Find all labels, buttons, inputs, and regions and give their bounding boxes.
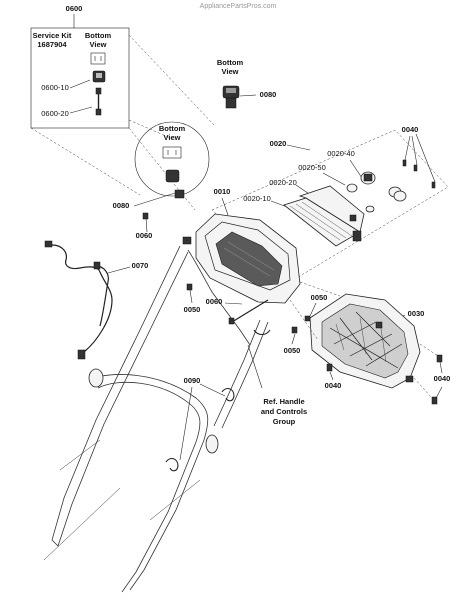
handle-frame: [43, 245, 269, 593]
screw-0050-right-top: [304, 315, 311, 322]
callout-0600-20: 0600-20: [41, 109, 69, 118]
screw-0050-right-bot: [291, 326, 298, 334]
screws-0040-top: [402, 159, 436, 189]
screw-0040-right-a: [436, 354, 443, 363]
filter-fasteners: [346, 171, 407, 213]
filter-housing: [298, 185, 365, 242]
callout-0040-bot: 0040: [325, 381, 342, 390]
service-kit-box: 0600 Service Kit 1687904 Bottom View 060…: [30, 4, 130, 129]
watermark: AppliancePartsPros.com: [200, 3, 277, 10]
service-kit-title: Service Kit: [33, 31, 72, 40]
callout-0030: 0030: [408, 309, 425, 318]
handle-clip: [253, 329, 271, 336]
ref-note-line3: Group: [273, 417, 296, 426]
circle-bottom-view-label-2: View: [164, 133, 181, 142]
switch-bottom-view-label-2: View: [222, 67, 239, 76]
ref-note-line2: and Controls: [261, 407, 307, 416]
circle-bottom-view-label: Bottom: [159, 124, 186, 133]
kit-bottom-view-label-2: View: [90, 40, 107, 49]
switch-in-circle: [165, 169, 180, 183]
ref-note-line1: Ref. Handle: [263, 397, 304, 406]
service-kit-number: 1687904: [37, 40, 67, 49]
callout-0060-mid: 0060: [206, 297, 223, 306]
callout-0060-top: 0060: [136, 231, 153, 240]
screw-0050-left: [186, 283, 193, 291]
switch-0080-left: [174, 189, 185, 199]
jumper-wire-part: [95, 87, 102, 116]
callout-0080-top: 0080: [260, 90, 277, 99]
switch-bottom-view: Bottom View 0080: [217, 58, 277, 109]
kit-bottom-view-switch: [90, 52, 106, 65]
bolt-0060: [228, 299, 269, 325]
callout-0080-left: 0080: [113, 201, 130, 210]
control-switch: [222, 85, 240, 109]
callout-0010: 0010: [214, 187, 231, 196]
callout-0070: 0070: [132, 261, 149, 270]
screw-0040-bot: [326, 363, 333, 372]
callout-0020-10: 0020-10: [243, 194, 271, 203]
callout-0020-50: 0020-50: [298, 163, 326, 172]
bottom-view-detail-circle: Bottom View: [134, 121, 210, 197]
wire-harness: [44, 240, 113, 360]
main-housing: [182, 213, 301, 304]
clips-0090: [165, 387, 235, 472]
callout-0020-20: 0020-20: [269, 178, 297, 187]
switch-bottom-view-label: Bottom: [217, 58, 244, 67]
callout-0040-right: 0040: [434, 374, 451, 383]
lower-housing: [309, 293, 421, 389]
callout-0090: 0090: [184, 376, 201, 385]
rocker-switch-part: [92, 70, 106, 83]
callout-0600-10: 0600-10: [41, 83, 69, 92]
callout-0600: 0600: [66, 4, 83, 13]
callout-0050-right-bot: 0050: [284, 346, 301, 355]
callout-0050-left: 0050: [184, 305, 201, 314]
callout-0020: 0020: [270, 139, 287, 148]
callout-0020-40: 0020-40: [327, 149, 355, 158]
screw-0060-top: [142, 212, 149, 220]
callout-0050-right-top: 0050: [311, 293, 328, 302]
callout-0040-top: 0040: [402, 125, 419, 134]
screw-0040-right-b: [431, 396, 438, 405]
kit-bottom-view-label: Bottom: [85, 31, 112, 40]
